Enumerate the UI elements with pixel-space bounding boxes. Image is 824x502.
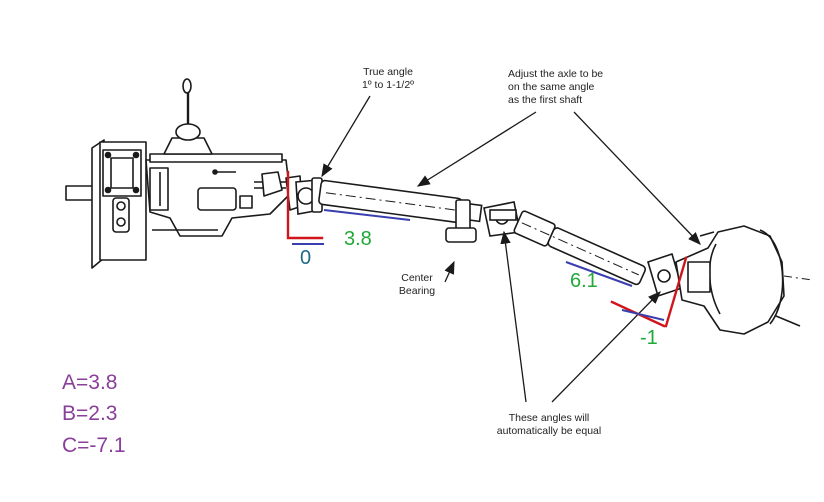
shifter-knob — [182, 78, 192, 94]
cover-inset — [110, 157, 134, 189]
true-angle-line-2: 1º to 1-1/2º — [361, 79, 415, 91]
front-u-joint — [295, 177, 323, 215]
adjust-axle-arrow-2 — [573, 111, 701, 245]
center-bearing-line-1: Center — [401, 272, 433, 284]
center-bearing-line-2: Bearing — [398, 285, 436, 297]
first-joint-angle-marker — [286, 170, 324, 240]
shifter-base — [163, 137, 213, 155]
transmission — [65, 78, 303, 269]
front-shaft-reference-line — [323, 209, 411, 221]
annotation-arrows — [321, 95, 701, 403]
formula-a: A=3.8 — [62, 371, 118, 394]
rear-shaft-reference-line — [565, 261, 633, 287]
adjust-axle-arrow-1 — [416, 111, 537, 187]
adjust-axle-line-1: Adjust the axle to be — [508, 68, 604, 80]
adjust-axle-line-2: on the same angle — [508, 81, 595, 93]
axle-angle-value: -1 — [640, 327, 658, 349]
second-shaft-angle-value: 6.1 — [570, 270, 598, 292]
axle-reference-line — [621, 309, 665, 321]
true-angle-note: True angle 1º to 1-1/2º — [350, 66, 426, 92]
angles-equal-note: These angles will automatically be equal — [484, 412, 614, 438]
angles-equal-arrow-2 — [551, 291, 661, 403]
formula-b: B=2.3 — [62, 402, 118, 425]
axle-vertical-marker — [664, 256, 688, 328]
center-bearing-note: Center Bearing — [394, 272, 440, 298]
center-bearing — [445, 199, 477, 243]
adjust-axle-line-3: as the first shaft — [508, 94, 583, 106]
rear-axle — [675, 225, 813, 335]
true-angle-line-1: True angle — [363, 66, 413, 78]
first-shaft-angle-value: 3.8 — [344, 228, 372, 250]
top-rib — [149, 153, 283, 163]
first-joint-angle-value: 0 — [300, 247, 312, 269]
differential-housing — [675, 225, 785, 335]
angles-equal-line-2: automatically be equal — [496, 425, 602, 437]
rear-driveshaft — [513, 210, 647, 286]
formula-c: C=-7.1 — [62, 434, 126, 457]
shifter-boot — [175, 123, 201, 141]
rear-u-joint — [647, 252, 683, 298]
center-bearing-arrow — [444, 260, 455, 283]
adjust-axle-note: Adjust the axle to be on the same angle … — [508, 68, 628, 107]
true-angle-arrow — [321, 95, 371, 178]
angles-equal-line-1: These angles will — [508, 412, 590, 424]
angles-equal-arrow-1 — [500, 230, 527, 403]
reference-lines — [292, 209, 665, 321]
